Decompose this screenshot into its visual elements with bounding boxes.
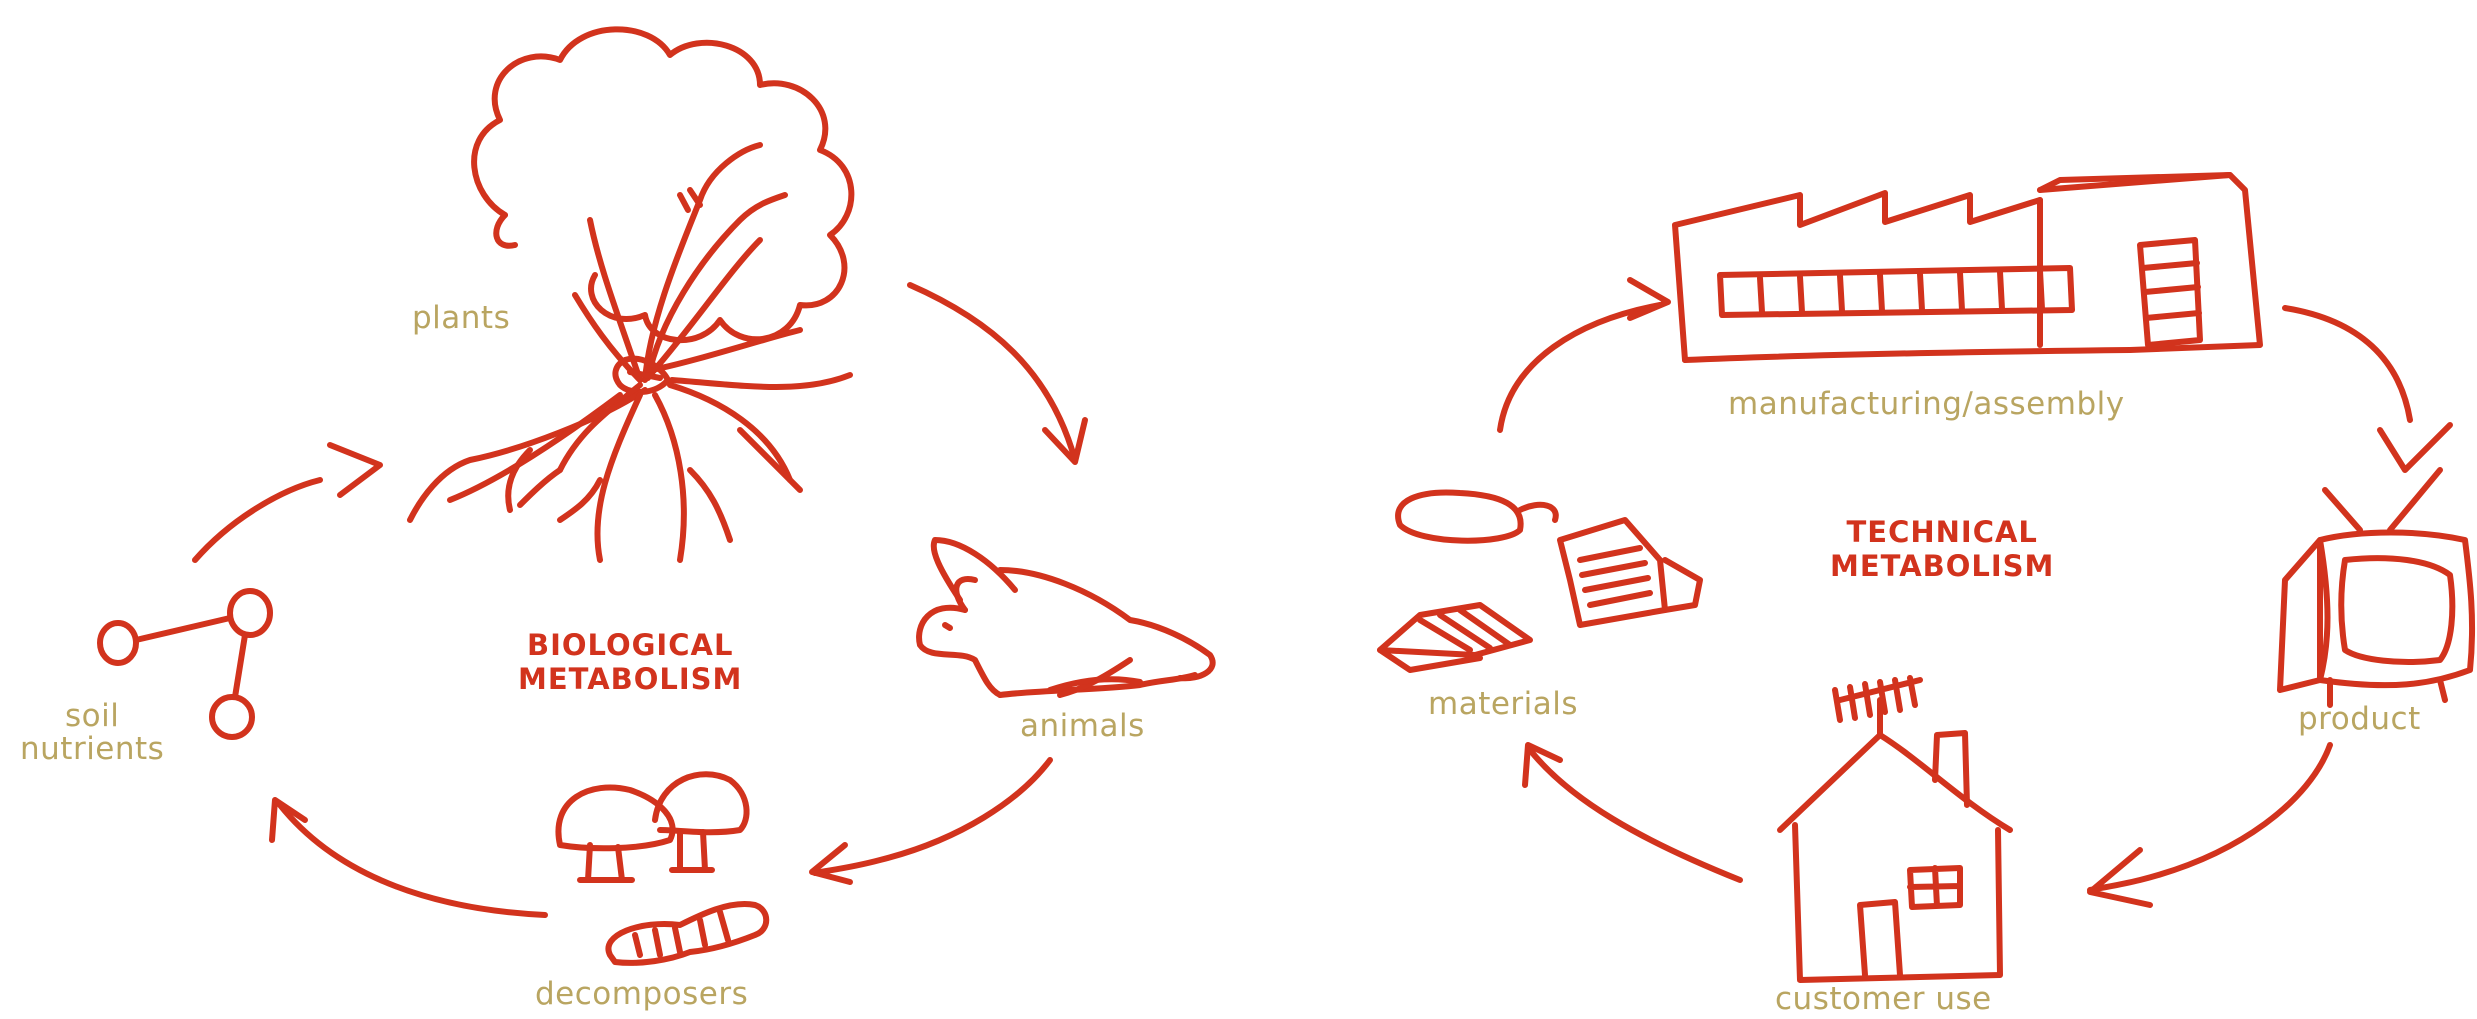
- label-materials: materials: [1428, 688, 1578, 721]
- materials-icon: [1380, 492, 1700, 670]
- label-nutrients: nutrients: [20, 733, 164, 766]
- label-animals: animals: [1020, 710, 1145, 743]
- tree-icon: [410, 29, 851, 560]
- title-biological-line2: METABOLISM: [518, 662, 742, 696]
- house-icon: [1780, 678, 2010, 980]
- tv-icon: [2280, 470, 2472, 705]
- mushroom-icon: [558, 774, 746, 880]
- label-customer-use: customer use: [1775, 983, 1992, 1016]
- rabbit-icon: [919, 540, 1213, 695]
- label-decomposers: decomposers: [535, 978, 748, 1011]
- title-technical-metabolism: TECHNICAL METABOLISM: [1830, 515, 2054, 583]
- title-technical-line2: METABOLISM: [1830, 549, 2054, 583]
- factory-icon: [1675, 175, 2260, 360]
- label-product: product: [2298, 703, 2421, 736]
- worm-icon: [608, 904, 766, 963]
- label-manufacturing-assembly: manufacturing/assembly: [1728, 388, 2125, 421]
- label-plants: plants: [412, 302, 510, 335]
- title-technical-line1: TECHNICAL: [1830, 515, 2054, 549]
- label-soil: soil: [20, 700, 164, 733]
- title-biological-metabolism: BIOLOGICAL METABOLISM: [518, 628, 742, 696]
- title-biological-line1: BIOLOGICAL: [518, 628, 742, 662]
- label-soil-nutrients: soil nutrients: [20, 700, 164, 765]
